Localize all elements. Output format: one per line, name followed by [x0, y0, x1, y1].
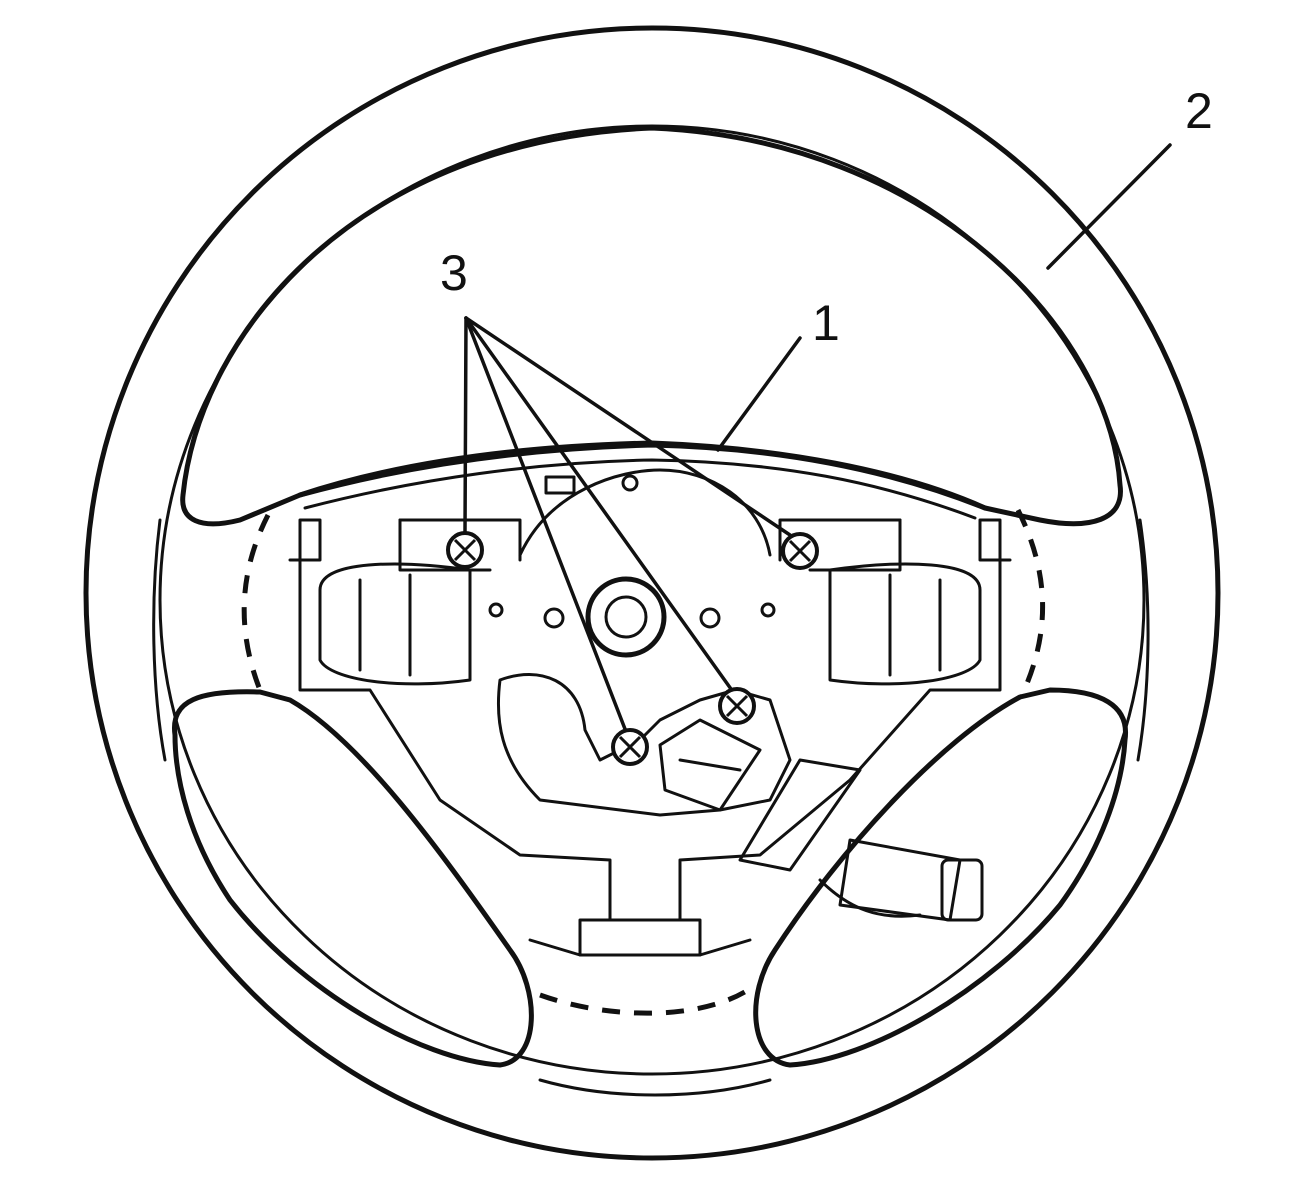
- lower-left-opening: [171, 689, 534, 1068]
- leader-lines: [463, 143, 1172, 731]
- bolt-upper-right: [781, 532, 819, 570]
- callout-bolts: 3: [440, 245, 468, 301]
- bolt-lower-left: [611, 728, 649, 766]
- bolt-upper-left: [446, 531, 484, 569]
- steering-wheel-rim: [83, 25, 1221, 1161]
- stitch-seams: [152, 508, 1150, 1097]
- lower-right-opening: [753, 687, 1129, 1068]
- bolt-lower-right: [718, 687, 756, 725]
- callout-steering-wheel: 2: [1185, 83, 1213, 139]
- upper-opening: [180, 125, 1123, 527]
- airbag-module: [288, 442, 1012, 957]
- callout-airbag-module: 1: [812, 295, 840, 351]
- bolts: [446, 531, 819, 766]
